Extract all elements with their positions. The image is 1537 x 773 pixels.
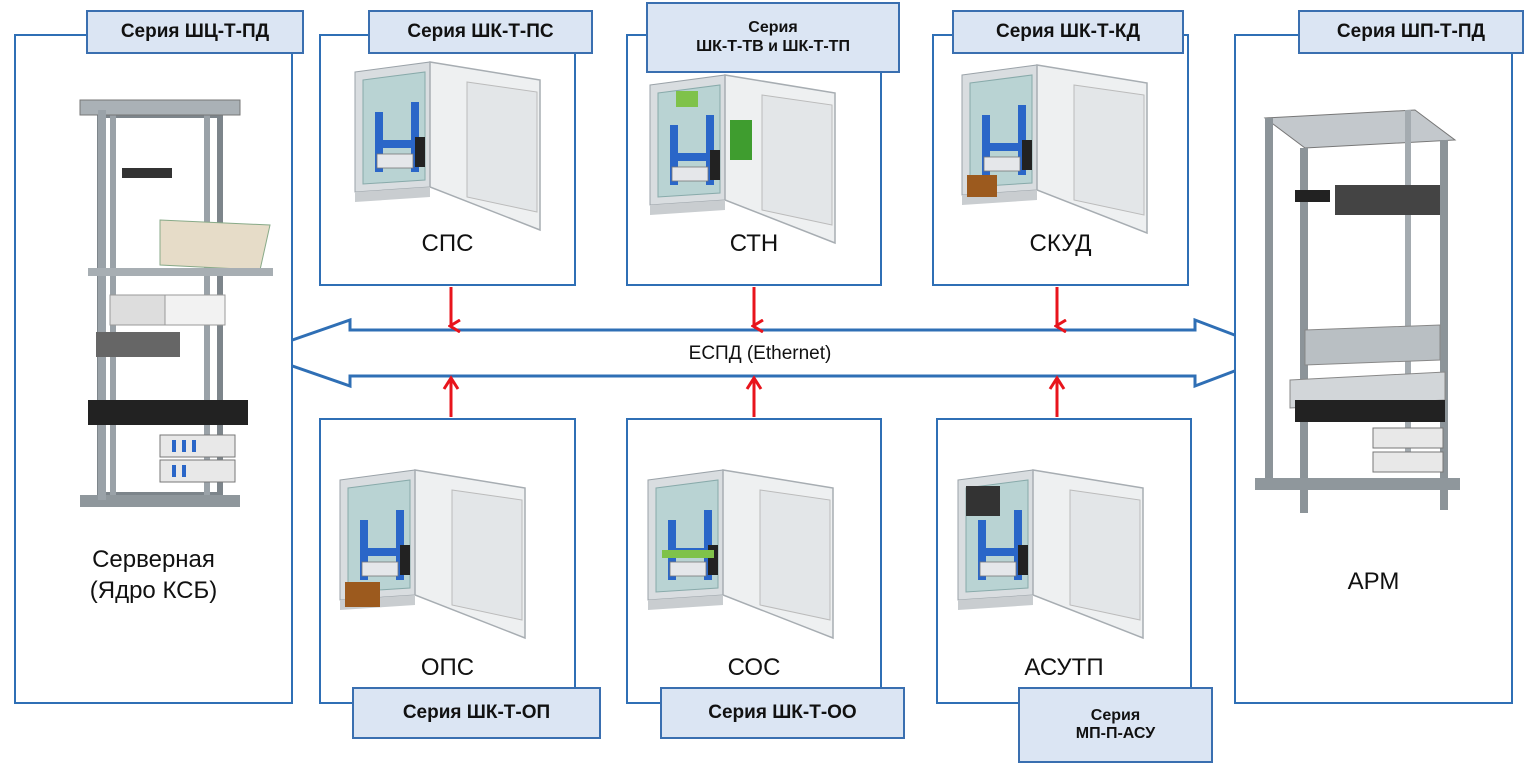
stn-caption: СТН [729,230,779,257]
arm-series-tag: Серия ШП-Т-ПД [1298,10,1524,54]
stn-series-line1: Серия [748,19,798,37]
server-series-tag: Серия ШЦ-Т-ПД [86,10,304,54]
sos-series-tag: Серия ШК-Т-ОО [660,687,905,739]
ops-cabinet-image [339,469,526,639]
server-caption-line2: (Ядро КСБ) [89,577,218,605]
asutp-series-line1: Серия [1090,706,1141,724]
sps-cabinet-image [354,61,541,231]
ops-series-label: Серия ШК-Т-ОП [402,702,551,724]
skud-series-tag: Серия ШК-Т-КД [952,10,1184,54]
skud-series-label: Серия ШК-Т-КД [995,21,1141,43]
server-rack-image [60,100,273,520]
skud-cabinet-image [961,64,1148,234]
sos-caption: СОС [727,654,781,681]
asutp-series-line2: МП-П-АСУ [1075,725,1156,742]
stn-series-tag: Серия ШК-Т-ТВ и ШК-Т-ТП [646,2,900,73]
sps-caption: СПС [421,230,474,257]
sos-cabinet-image [647,469,834,639]
sps-series-tag: Серия ШК-Т-ПС [368,10,593,54]
server-caption: Серверная (Ядро КСБ) [14,544,293,606]
skud-caption: СКУД [1029,230,1092,257]
bus-label: ЕСПД (Ethernet) [688,343,832,364]
stn-series-line2: ШК-Т-ТВ и ШК-Т-ТП [696,37,850,55]
arm-caption: АРМ [1347,568,1400,595]
stn-cabinet-image [649,74,836,244]
ops-caption: ОПС [420,654,475,681]
server-series-label: Серия ШЦ-Т-ПД [120,21,270,43]
arm-panel [1234,34,1513,704]
sps-series-label: Серия ШК-Т-ПС [407,21,554,43]
asutp-cabinet-image [957,469,1144,639]
server-panel [14,34,293,704]
ops-series-tag: Серия ШК-Т-ОП [352,687,601,739]
arm-series-label: Серия ШП-Т-ПД [1336,21,1486,43]
asutp-caption: АСУТП [1024,654,1104,681]
server-caption-line1: Серверная [92,546,215,573]
arm-rack-image [1255,109,1460,513]
sos-series-label: Серия ШК-Т-ОО [708,702,857,724]
asutp-series-tag: Серия МП-П-АСУ [1018,687,1213,763]
